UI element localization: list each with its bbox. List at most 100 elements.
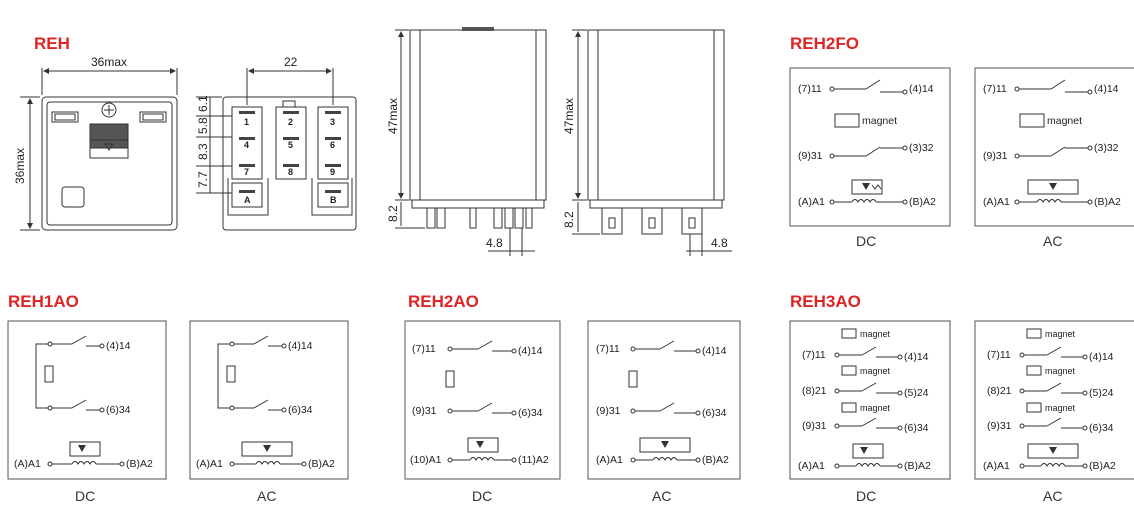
reh2fo-ac-t9-31: (9)31 — [983, 150, 1008, 162]
reh2fo-ac-tA1: (A)A1 — [983, 196, 1010, 208]
caption-reh2fo-dc: DC — [856, 233, 877, 249]
reh2fo-dc-magnet: magnet — [862, 115, 897, 127]
dim-height-36: 36max — [13, 148, 27, 184]
reh1ao-dc-diagram — [7, 320, 167, 480]
reh3ao-dc-tB2: (B)A2 — [904, 460, 931, 472]
caption-reh2fo-ac: AC — [1043, 233, 1063, 249]
reh2fo-dc-tA1: (A)A1 — [798, 196, 825, 208]
reh3ao-ac-t6-34: (6)34 — [1089, 422, 1114, 434]
reh2ao-ac-t9-31: (9)31 — [596, 405, 621, 417]
dim-height-47-a: 47max — [386, 98, 400, 134]
title-reh3ao: REH3AO — [790, 292, 861, 311]
title-reh2ao: REH2AO — [408, 292, 479, 311]
dim-8-3: 8.3 — [196, 143, 210, 160]
reh3ao-dc-diagram — [789, 320, 951, 480]
dim-8-2-a: 8.2 — [386, 205, 400, 222]
pin-2: 2 — [288, 117, 293, 127]
caption-reh1ao-ac: AC — [257, 488, 277, 504]
pin-B: B — [330, 195, 337, 205]
reh1ao-dc-t4-14: (4)14 — [106, 340, 131, 352]
dim-5-8: 5.8 — [196, 117, 210, 134]
dim-7-7: 7.7 — [196, 171, 210, 188]
reh2ao-dc-diagram — [404, 320, 561, 480]
reh2ao-dc-t6-34: (6)34 — [518, 407, 543, 419]
dim-4-8-a: 4.8 — [486, 236, 503, 250]
dim-height-47-b: 47max — [562, 98, 576, 134]
reh2fo-dc-diagram — [789, 67, 951, 227]
reh2ao-ac-tB2: (B)A2 — [702, 454, 729, 466]
reh3ao-dc-magnet-1: magnet — [860, 329, 891, 339]
reh2ao-dc-t10-A1: (10)A1 — [410, 454, 442, 466]
reh3ao-dc-t8-21: (8)21 — [802, 385, 827, 397]
reh2fo-dc-t9-31: (9)31 — [798, 150, 823, 162]
pin-1: 1 — [244, 117, 249, 127]
dim-4-8-b: 4.8 — [711, 236, 728, 250]
reh2fo-dc-t7-11: (7)11 — [798, 83, 822, 95]
reh2fo-dc-t4-14: (4)14 — [909, 83, 934, 95]
reh3ao-ac-magnet-2: magnet — [1045, 366, 1076, 376]
reh1ao-ac-diagram — [189, 320, 349, 480]
pin-3: 3 — [330, 117, 335, 127]
reh-side-view-2 — [572, 29, 732, 256]
reh2fo-dc-t3-32: (3)32 — [909, 142, 934, 154]
reh2fo-ac-t4-14: (4)14 — [1094, 83, 1119, 95]
caption-reh3ao-dc: DC — [856, 488, 877, 504]
reh2ao-ac-t6-34: (6)34 — [702, 407, 727, 419]
reh3ao-ac-tB2: (B)A2 — [1089, 460, 1116, 472]
reh1ao-ac-t4-14: (4)14 — [288, 340, 313, 352]
reh3ao-ac-t8-21: (8)21 — [987, 385, 1012, 397]
reh3ao-ac-diagram — [974, 320, 1134, 480]
reh-pin-view — [196, 68, 357, 231]
reh3ao-dc-t7-11: (7)11 — [802, 349, 826, 361]
reh2ao-ac-t4-14: (4)14 — [702, 345, 727, 357]
reh3ao-dc-t9-31: (9)31 — [802, 420, 827, 432]
reh3ao-dc-magnet-3: magnet — [860, 403, 891, 413]
reh1ao-ac-tB2: (B)A2 — [308, 458, 335, 470]
reh1ao-dc-tB2: (B)A2 — [126, 458, 153, 470]
reh-top-view — [20, 68, 178, 231]
reh3ao-dc-tA1: (A)A1 — [798, 460, 825, 472]
reh2fo-ac-t7-11: (7)11 — [983, 83, 1007, 95]
dim-pitch-22: 22 — [284, 55, 298, 69]
reh1ao-ac-t6-34: (6)34 — [288, 404, 313, 416]
caption-reh2ao-ac: AC — [652, 488, 672, 504]
reh2fo-dc-tB2: (B)A2 — [909, 196, 936, 208]
reh2fo-ac-tB2: (B)A2 — [1094, 196, 1121, 208]
pin-7: 7 — [244, 167, 249, 177]
reh3ao-ac-magnet-1: magnet — [1045, 329, 1076, 339]
dim-6-1: 6.1 — [196, 95, 210, 112]
reh3ao-dc-t4-14: (4)14 — [904, 351, 929, 363]
dim-width-36: 36max — [91, 55, 127, 69]
reh1ao-ac-tA1: (A)A1 — [196, 458, 223, 470]
reh2ao-dc-t11-A2: (11)A2 — [518, 454, 549, 466]
dim-8-2-b: 8.2 — [562, 211, 576, 228]
pin-9: 9 — [330, 167, 335, 177]
reh3ao-ac-t9-31: (9)31 — [987, 420, 1012, 432]
caption-reh3ao-ac: AC — [1043, 488, 1063, 504]
caption-reh1ao-dc: DC — [75, 488, 96, 504]
reh3ao-dc-t6-34: (6)34 — [904, 422, 929, 434]
reh2fo-ac-magnet: magnet — [1047, 115, 1082, 127]
reh2fo-ac-diagram — [974, 67, 1134, 227]
reh3ao-ac-t7-11: (7)11 — [987, 349, 1011, 361]
reh2ao-dc-t7-11: (7)11 — [412, 343, 436, 355]
title-reh: REH — [34, 34, 70, 53]
pin-5: 5 — [288, 140, 293, 150]
reh3ao-ac-magnet-3: magnet — [1045, 403, 1076, 413]
pin-8: 8 — [288, 167, 293, 177]
reh1ao-dc-tA1: (A)A1 — [14, 458, 41, 470]
reh3ao-dc-t5-24: (5)24 — [904, 387, 929, 399]
reh2ao-ac-diagram — [587, 320, 741, 480]
pin-6: 6 — [330, 140, 335, 150]
pin-4: 4 — [244, 140, 249, 150]
reh3ao-ac-tA1: (A)A1 — [983, 460, 1010, 472]
reh2fo-ac-t3-32: (3)32 — [1094, 142, 1119, 154]
reh1ao-dc-t6-34: (6)34 — [106, 404, 131, 416]
caption-reh2ao-dc: DC — [472, 488, 493, 504]
reh2ao-ac-tA1: (A)A1 — [596, 454, 623, 466]
reh3ao-dc-magnet-2: magnet — [860, 366, 891, 376]
title-reh2fo: REH2FO — [790, 34, 859, 53]
reh2ao-dc-t4-14: (4)14 — [518, 345, 543, 357]
reh3ao-ac-t5-24: (5)24 — [1089, 387, 1114, 399]
